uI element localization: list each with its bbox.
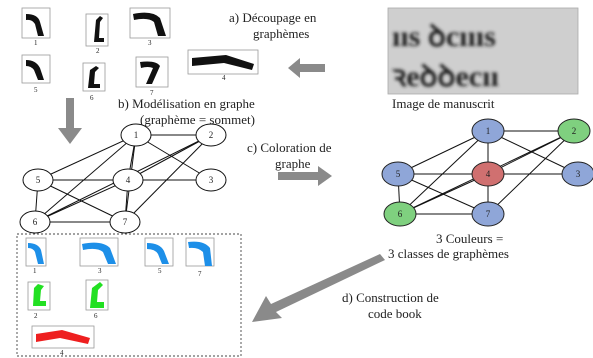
svg-text:1: 1	[33, 267, 37, 275]
graph-node-2: 2	[195, 123, 227, 147]
svg-text:7: 7	[486, 209, 491, 219]
svg-text:4: 4	[126, 175, 131, 185]
grapheme-label-6: 6	[90, 94, 94, 102]
grapheme-thumb-4: 4	[187, 49, 259, 82]
grapheme-graph	[34, 134, 212, 223]
arrow-down-to-graph	[58, 98, 82, 144]
svg-text:7: 7	[123, 217, 128, 227]
grapheme-thumb-7: 7	[135, 56, 169, 97]
codebook-item-4: 4	[31, 325, 95, 357]
svg-text:3: 3	[209, 175, 214, 185]
grapheme-label-2: 2	[96, 47, 100, 55]
codebook-panel: 1 3 5 7 2 6 4	[16, 233, 242, 357]
graph-node-5: 5	[22, 168, 54, 192]
grapheme-label-4: 4	[222, 74, 226, 82]
svg-text:5: 5	[396, 169, 401, 179]
codebook-item-1: 1	[25, 237, 47, 275]
graph-node-4: 4	[112, 168, 144, 192]
svg-text:5: 5	[36, 175, 41, 185]
colored-node-6: 6	[383, 201, 417, 227]
codebook-item-3: 3	[79, 237, 119, 275]
grapheme-thumbnails: 1 2 3 5 6 7 4	[21, 7, 259, 102]
colored-node-5: 5	[381, 161, 415, 187]
svg-text:1: 1	[486, 126, 491, 136]
codebook-item-7: 7	[185, 237, 215, 278]
manuscript-line-2: ꝛeꝺꝺecıı	[391, 60, 499, 93]
grapheme-thumb-2: 2	[85, 13, 109, 55]
manuscript-caption: Image de manuscrit	[392, 96, 495, 111]
step-c-label: c) Coloration de graphe	[247, 140, 335, 171]
svg-text:2: 2	[34, 312, 38, 320]
svg-text:6: 6	[398, 209, 403, 219]
svg-text:2: 2	[572, 126, 577, 136]
colored-node-3: 3	[561, 161, 593, 187]
svg-text:1: 1	[134, 130, 139, 140]
svg-text:3: 3	[576, 169, 581, 179]
codebook-item-5: 5	[144, 237, 174, 275]
graph-node-6: 6	[19, 210, 51, 234]
svg-text:4: 4	[60, 349, 64, 357]
colors-caption: 3 Couleurs = 3 classes de graphèmes	[388, 231, 509, 261]
graph-node-1: 1	[120, 123, 152, 147]
arrow-graph-to-colored	[278, 166, 332, 186]
codebook-item-2: 2	[27, 281, 51, 320]
colored-node-2: 2	[557, 118, 591, 144]
graph-node-7: 7	[109, 210, 141, 234]
manuscript-line-1: ııs ꝺcıııs	[392, 20, 496, 53]
colored-node-7: 7	[471, 201, 505, 227]
colored-node-4: 4	[471, 161, 505, 187]
graph-nodes: 1 2 5 4 3 6 7	[19, 123, 227, 234]
grapheme-thumb-6: 6	[82, 62, 106, 102]
grapheme-label-5: 5	[34, 86, 38, 94]
manuscript-image: ııs ꝺcıııs ꝛeꝺꝺecıı	[387, 7, 579, 95]
grapheme-thumb-1: 1	[21, 7, 51, 47]
svg-text:5: 5	[158, 267, 162, 275]
colored-nodes: 1 2 5 4 3 6 7	[381, 118, 593, 227]
step-d-label: d) Construction de code book	[342, 290, 442, 321]
svg-text:2: 2	[209, 130, 214, 140]
svg-text:6: 6	[94, 312, 98, 320]
svg-text:7: 7	[198, 270, 202, 278]
step-a-label: a) Découpage en graphèmes	[229, 10, 320, 41]
step-b-label: b) Modélisation en graphe (graphème = so…	[118, 96, 258, 127]
arrow-manuscript-to-graphemes	[288, 58, 325, 78]
codebook-item-6: 6	[85, 279, 109, 320]
colored-node-1: 1	[471, 118, 505, 144]
grapheme-label-3: 3	[148, 39, 152, 47]
grapheme-label-1: 1	[34, 39, 38, 47]
arrow-to-codebook	[252, 254, 385, 322]
svg-text:4: 4	[486, 169, 491, 179]
svg-text:6: 6	[33, 217, 38, 227]
grapheme-label-7: 7	[150, 89, 154, 97]
grapheme-thumb-5: 5	[21, 54, 51, 94]
svg-text:3: 3	[98, 267, 102, 275]
grapheme-thumb-3: 3	[129, 7, 171, 47]
graph-node-3: 3	[195, 168, 227, 192]
